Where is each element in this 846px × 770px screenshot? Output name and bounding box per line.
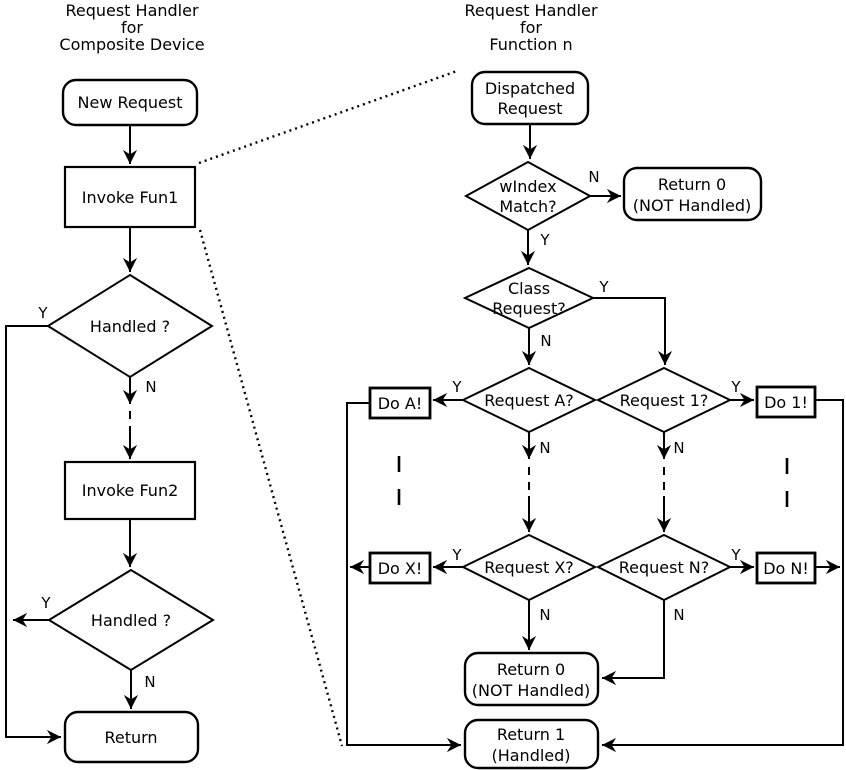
decision-windex-match-diamond bbox=[463, 160, 593, 232]
label-handled2-yes: Y bbox=[40, 594, 51, 612]
node-do-n-label: Do N! bbox=[763, 559, 809, 578]
edge-right-collector-to-return1 bbox=[602, 399, 844, 753]
node-return0-top-box bbox=[622, 166, 763, 222]
decision-class-request-label-line2: Request? bbox=[492, 299, 565, 318]
decision-request-x-label: Request X? bbox=[484, 558, 574, 577]
node-dispatched-request-box bbox=[470, 70, 590, 126]
label-windex-yes: Y bbox=[539, 231, 550, 249]
node-invoke-fun2-label: Invoke Fun2 bbox=[82, 481, 179, 500]
label-requestn-yes: Y bbox=[730, 546, 741, 564]
node-return1-label-line1: Return 1 bbox=[497, 725, 565, 744]
edge-class-yes-to-request1 bbox=[593, 297, 673, 365]
decision-request-a-diamond bbox=[460, 366, 598, 434]
label-class-no: N bbox=[540, 332, 551, 350]
decision-request-a-label: Request A? bbox=[484, 391, 574, 410]
left-chart-title-line1: Request Handler bbox=[65, 1, 199, 20]
label-handled2-no: N bbox=[144, 673, 155, 691]
label-class-yes: Y bbox=[598, 278, 609, 296]
label-requestn-no: N bbox=[673, 606, 684, 624]
label-windex-no: N bbox=[588, 168, 599, 186]
node-return0-bottom-box bbox=[463, 651, 600, 707]
decision-request-1-diamond bbox=[595, 366, 733, 434]
node-do-1-label: Do 1! bbox=[764, 393, 808, 412]
decision-request-x-diamond bbox=[460, 533, 598, 602]
node-invoke-fun1-box bbox=[63, 165, 197, 229]
decision-handled-1-label: Handled ? bbox=[90, 317, 170, 336]
node-do-x-label: Do X! bbox=[378, 559, 423, 578]
left-flowchart: Request Handler for Composite Device New… bbox=[5, 1, 215, 764]
right-chart-title-line3: Function n bbox=[489, 35, 572, 54]
node-new-request-label: New Request bbox=[78, 93, 183, 112]
label-handled1-yes: Y bbox=[37, 304, 48, 322]
node-do-a-box bbox=[368, 386, 432, 420]
decision-request-n-label: Request N? bbox=[619, 558, 710, 577]
zoom-cone-top-dotted-line bbox=[198, 69, 458, 165]
node-return1-box bbox=[463, 718, 600, 770]
node-return0-top-label-line2: (NOT Handled) bbox=[633, 196, 751, 215]
decision-request-1-label: Request 1? bbox=[620, 391, 709, 410]
node-dispatched-request-label-line2: Request bbox=[498, 99, 563, 118]
node-do-1-box bbox=[755, 385, 817, 419]
label-request1-no: N bbox=[673, 439, 684, 457]
left-chart-title-line3: Composite Device bbox=[59, 35, 204, 54]
right-flowchart: Request Handler for Function n Dispatche… bbox=[346, 1, 844, 770]
node-return1-label-line2: (Handled) bbox=[491, 746, 570, 765]
edge-handled1-yes-to-return bbox=[5, 325, 61, 745]
decision-class-request-label-line1: Class bbox=[508, 279, 550, 298]
node-do-x-box bbox=[368, 551, 432, 585]
node-dispatched-request-label-line1: Dispatched bbox=[485, 79, 575, 98]
decision-windex-match-label-line2: Match? bbox=[499, 197, 556, 216]
node-do-a-label: Do A! bbox=[378, 394, 423, 413]
label-requesta-yes: Y bbox=[451, 378, 462, 396]
node-do-n-box bbox=[755, 551, 817, 585]
right-chart-title-line2: for bbox=[520, 18, 542, 37]
node-invoke-fun2-box bbox=[63, 460, 197, 521]
node-return0-top-label-line1: Return 0 bbox=[658, 175, 726, 194]
node-return-box bbox=[63, 710, 200, 764]
node-return0-bottom-label-line1: Return 0 bbox=[497, 660, 565, 679]
zoom-cone-bottom-dotted-line bbox=[198, 229, 344, 747]
edge-left-collector-to-return1 bbox=[346, 402, 461, 753]
decision-handled-2-label: Handled ? bbox=[91, 611, 171, 630]
decision-handled-1-diamond bbox=[46, 273, 214, 379]
decision-request-n-diamond bbox=[595, 533, 733, 602]
node-return-label: Return bbox=[104, 728, 157, 747]
label-request1-yes: Y bbox=[730, 378, 741, 396]
decision-class-request-diamond bbox=[462, 266, 596, 330]
edge-requestn-no-to-return0 bbox=[602, 600, 665, 686]
node-invoke-fun1-label: Invoke Fun1 bbox=[82, 188, 179, 207]
label-requesta-no: N bbox=[539, 439, 550, 457]
right-chart-title-line1: Request Handler bbox=[464, 1, 598, 20]
node-return0-bottom-label-line2: (NOT Handled) bbox=[472, 681, 590, 700]
decision-windex-match-label-line1: wIndex bbox=[499, 177, 556, 196]
label-handled1-no: N bbox=[145, 378, 156, 396]
decision-handled-2-diamond bbox=[47, 568, 215, 672]
node-new-request-box bbox=[61, 78, 199, 127]
label-requestx-yes: Y bbox=[451, 546, 462, 564]
label-requestx-no: N bbox=[539, 606, 550, 624]
left-chart-title-line2: for bbox=[121, 18, 143, 37]
